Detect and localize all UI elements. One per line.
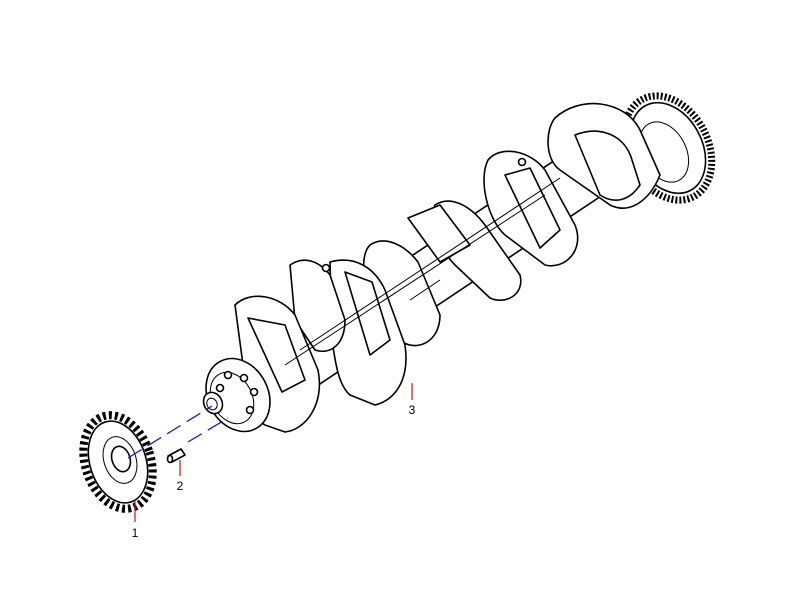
callout-number: 2 <box>177 479 184 493</box>
callout-number: 1 <box>132 526 139 540</box>
crank-webs <box>234 102 661 433</box>
callout-1[interactable]: 1 <box>132 500 139 540</box>
dowel-pin <box>166 448 186 464</box>
crankshaft-gear <box>79 411 157 513</box>
crankshaft <box>202 92 716 433</box>
callout-number: 3 <box>409 403 416 417</box>
oil-hole-markers <box>321 157 527 273</box>
crankshaft-detail-lines <box>284 177 561 366</box>
crankshaft-front-hub <box>202 357 271 433</box>
assembly-axis-lines <box>127 405 229 459</box>
callout-3[interactable]: 3 <box>409 383 416 417</box>
callout-2[interactable]: 2 <box>177 460 184 493</box>
